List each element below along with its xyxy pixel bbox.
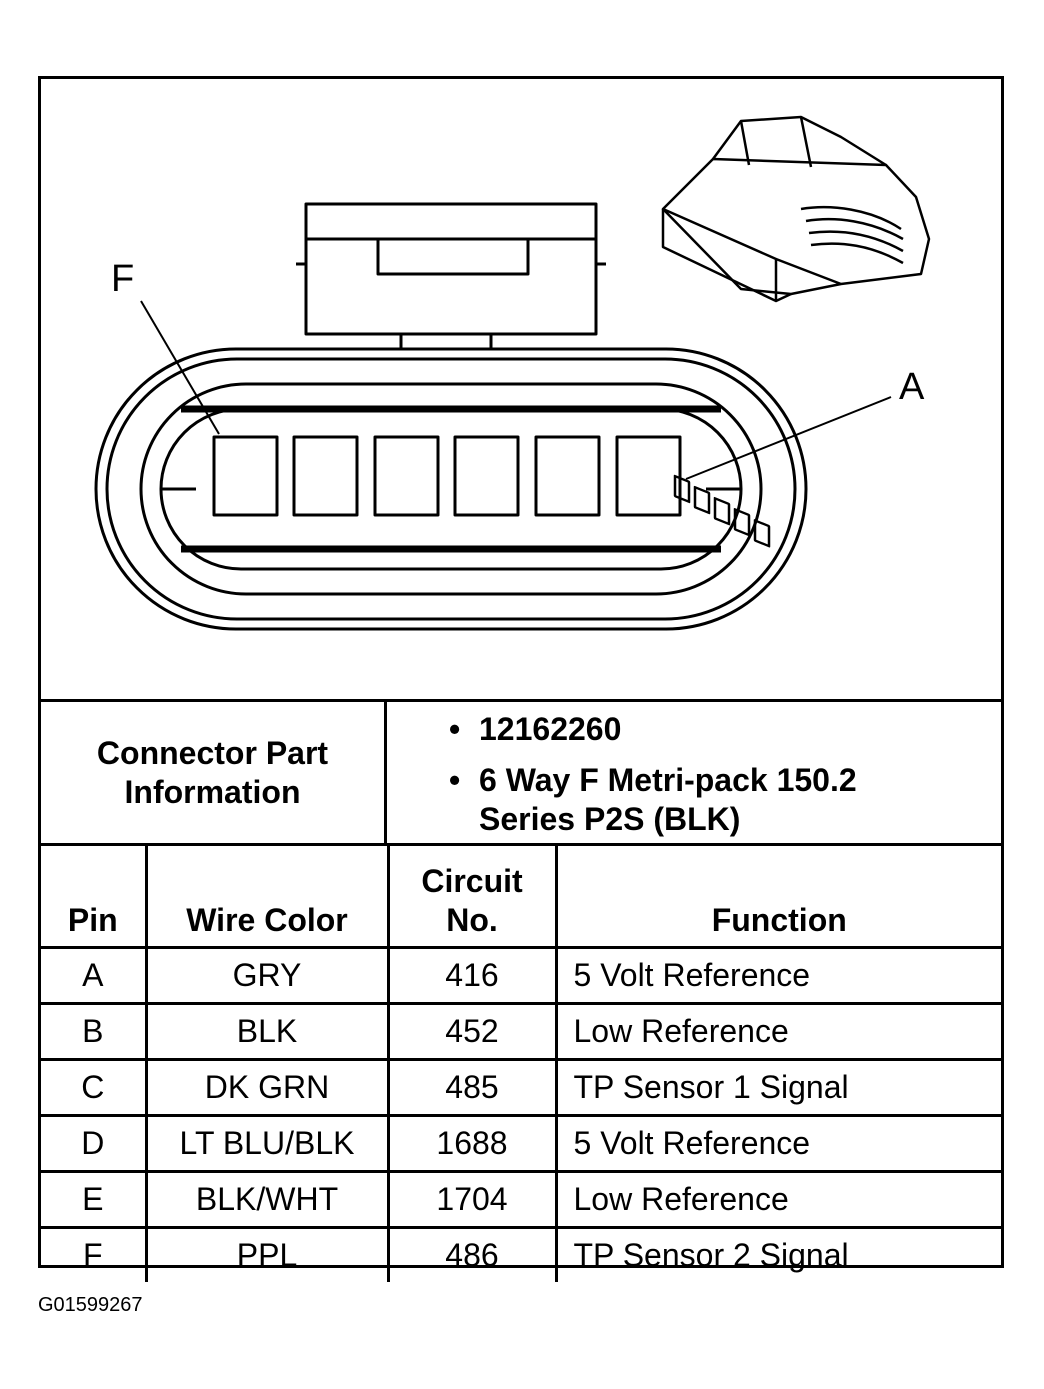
function-cell: 5 Volt Reference xyxy=(554,946,1001,1005)
table-row: A GRY 416 5 Volt Reference xyxy=(41,946,1001,1005)
circuit-no-cell: 486 xyxy=(386,1226,558,1282)
wire-color-cell: GRY xyxy=(144,946,390,1005)
circuit-no-cell: 416 xyxy=(386,946,558,1005)
connector-info-label-cell: Connector Part Information xyxy=(41,702,387,843)
header-function: Function xyxy=(554,846,1001,949)
pin-cell: F xyxy=(41,1226,148,1282)
connector-diagram-frame: F A Connector Part Information • 1216226… xyxy=(38,76,1004,1282)
connector-info-label: Connector Part Information xyxy=(96,734,329,810)
function-cell: TP Sensor 1 Signal xyxy=(554,1058,1001,1117)
table-row: D LT BLU/BLK 1688 5 Volt Reference xyxy=(41,1114,1001,1173)
wire-color-cell: BLK xyxy=(144,1002,390,1061)
connector-latch xyxy=(296,202,606,356)
pin-cavities xyxy=(212,435,682,517)
function-cell: 5 Volt Reference xyxy=(554,1114,1001,1173)
function-cell: TP Sensor 2 Signal xyxy=(554,1226,1001,1282)
pin-cell: E xyxy=(41,1170,148,1229)
wire-color-cell: BLK/WHT xyxy=(144,1170,390,1229)
pin-table: Pin Wire Color Circuit No. Function A GR… xyxy=(41,846,1001,1282)
pin-a-label: A xyxy=(899,366,925,408)
circuit-no-cell: 452 xyxy=(386,1002,558,1061)
cavity-f xyxy=(212,435,279,517)
cavity-a xyxy=(615,435,682,517)
table-row: F PPL 486 TP Sensor 2 Signal xyxy=(41,1226,1001,1282)
connector-body xyxy=(94,347,808,631)
wire-color-cell: DK GRN xyxy=(144,1058,390,1117)
pin-cell: A xyxy=(41,946,148,1005)
table-row: C DK GRN 485 TP Sensor 1 Signal xyxy=(41,1058,1001,1117)
connector-info-item: • 12162260 xyxy=(449,711,622,747)
header-wire-color: Wire Color xyxy=(144,846,390,949)
circuit-no-cell: 1688 xyxy=(386,1114,558,1173)
bullet-icon: • xyxy=(449,762,461,798)
cavity-b xyxy=(534,435,601,517)
circuit-no-cell: 1704 xyxy=(386,1170,558,1229)
pin-table-header: Pin Wire Color Circuit No. Function xyxy=(41,846,1001,949)
bullet-icon: • xyxy=(449,711,461,747)
table-row: E BLK/WHT 1704 Low Reference xyxy=(41,1170,1001,1229)
wire-color-cell: PPL xyxy=(144,1226,390,1282)
connector-thumbnail xyxy=(661,115,931,548)
connector-info-item: • 6 Way F Metri-pack 150.2 Series P2S (B… xyxy=(449,762,857,837)
pin-cell: B xyxy=(41,1002,148,1061)
cavity-c xyxy=(453,435,520,517)
cavity-e xyxy=(292,435,359,517)
pin-cell: C xyxy=(41,1058,148,1117)
pin-f-label: F xyxy=(111,258,134,300)
figure-id: G01599267 xyxy=(38,1294,143,1316)
wire-color-cell: LT BLU/BLK xyxy=(144,1114,390,1173)
cavity-d xyxy=(373,435,440,517)
header-circuit-no: Circuit No. xyxy=(386,846,558,949)
connector-part-information: Connector Part Information • 12162260 • … xyxy=(41,699,1001,846)
pin-cell: D xyxy=(41,1114,148,1173)
table-row: B BLK 452 Low Reference xyxy=(41,1002,1001,1061)
leader-line-f xyxy=(140,300,220,435)
leader-line-a xyxy=(685,396,892,480)
connector-info-list: • 12162260 • 6 Way F Metri-pack 150.2 Se… xyxy=(449,710,899,851)
circuit-no-cell: 485 xyxy=(386,1058,558,1117)
function-cell: Low Reference xyxy=(554,1002,1001,1061)
header-pin: Pin xyxy=(41,846,148,949)
function-cell: Low Reference xyxy=(554,1170,1001,1229)
connector-illustration: F A xyxy=(41,79,1001,699)
